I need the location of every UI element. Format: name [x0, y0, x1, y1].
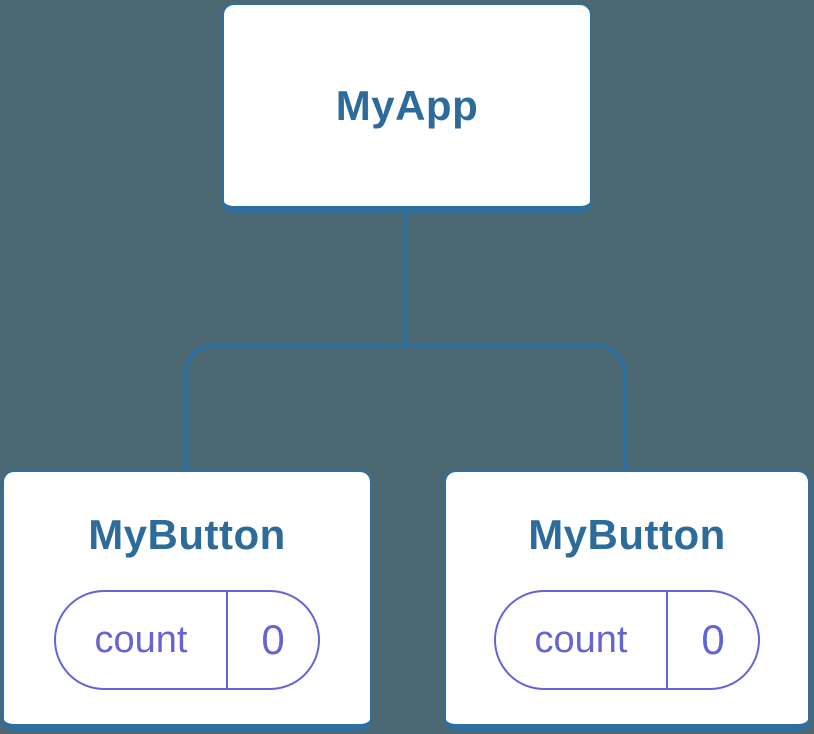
node-label: MyButton — [528, 511, 726, 558]
node-label: MyApp — [335, 81, 479, 129]
tree-node-child-1: MyButton count 0 — [2, 470, 372, 731]
connector-bracket — [183, 343, 627, 470]
node-label: MyButton — [88, 511, 286, 558]
state-pill: count 0 — [54, 590, 320, 690]
connector-stem — [403, 211, 407, 345]
state-key-cell: count — [496, 592, 666, 688]
state-value-cell: 0 — [226, 592, 318, 688]
tree-node-root: MyApp — [222, 3, 592, 213]
state-value-cell: 0 — [666, 592, 758, 688]
tree-node-child-2: MyButton count 0 — [444, 470, 810, 731]
state-pill: count 0 — [494, 590, 760, 690]
state-value-label: 0 — [701, 616, 725, 663]
state-key-label: count — [534, 618, 628, 661]
state-key-cell: count — [56, 592, 226, 688]
state-value-label: 0 — [261, 616, 285, 663]
state-key-label: count — [94, 618, 188, 661]
